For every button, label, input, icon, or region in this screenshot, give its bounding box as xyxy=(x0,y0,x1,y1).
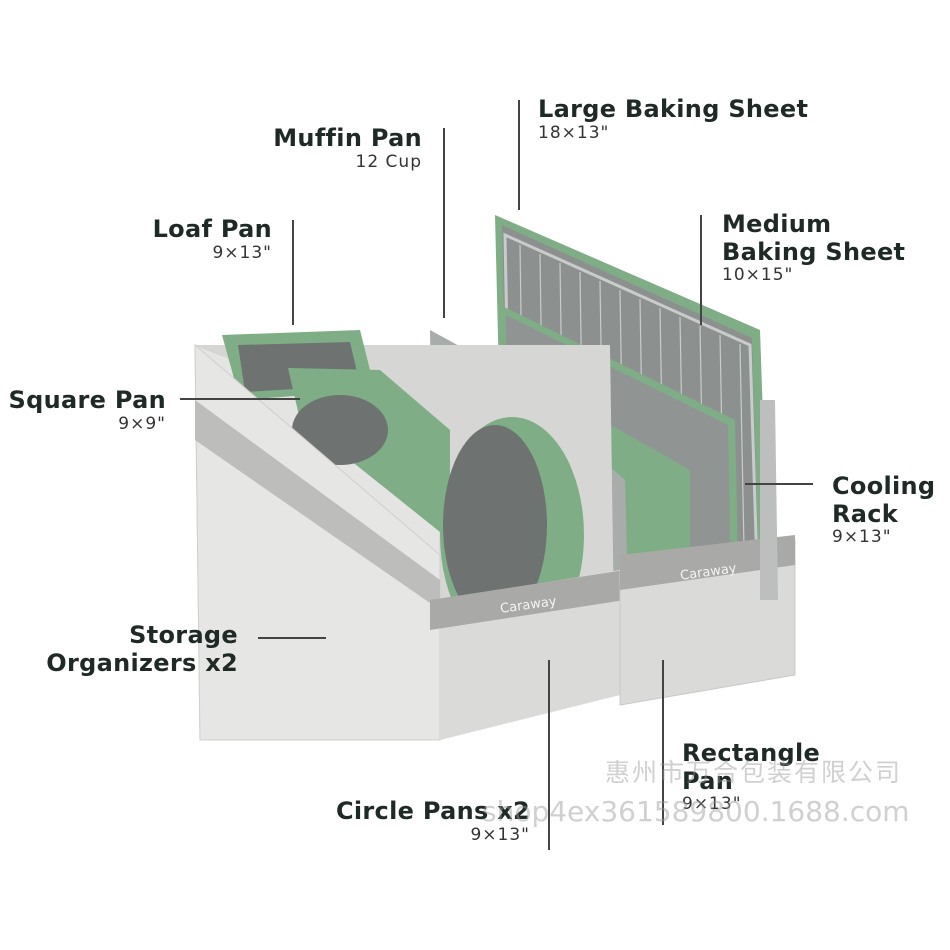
leader-rectangle xyxy=(662,660,664,825)
leader-storage xyxy=(258,637,326,639)
label-storage-organizers: Storage Organizers x2 xyxy=(46,621,238,677)
leader-cooling xyxy=(745,483,813,485)
label-muffin-pan: Muffin Pan 12 Cup xyxy=(273,124,422,172)
watermark-url: shop4ex361589800.1688.com xyxy=(482,795,910,828)
leader-medium-sheet xyxy=(700,215,702,325)
label-cooling-rack: Cooling Rack 9×13" xyxy=(832,472,936,548)
leader-muffin xyxy=(443,128,445,318)
watermark-company: 惠州市万合包装有限公司 xyxy=(605,758,903,787)
label-medium-baking-sheet: Medium Baking Sheet 10×15" xyxy=(722,210,906,286)
leader-large-sheet xyxy=(518,100,520,210)
label-square-pan: Square Pan 9×9" xyxy=(8,386,166,434)
label-large-baking-sheet: Large Baking Sheet 18×13" xyxy=(538,95,809,143)
leader-square xyxy=(180,398,300,400)
label-rectangle-pan: Rectangle Pan 9×13" xyxy=(682,739,821,815)
label-loaf-pan: Loaf Pan 9×13" xyxy=(152,215,272,263)
leader-circle xyxy=(548,660,550,850)
label-circle-pans: Circle Pans x2 9×13" xyxy=(335,797,530,845)
leader-loaf xyxy=(292,220,294,325)
